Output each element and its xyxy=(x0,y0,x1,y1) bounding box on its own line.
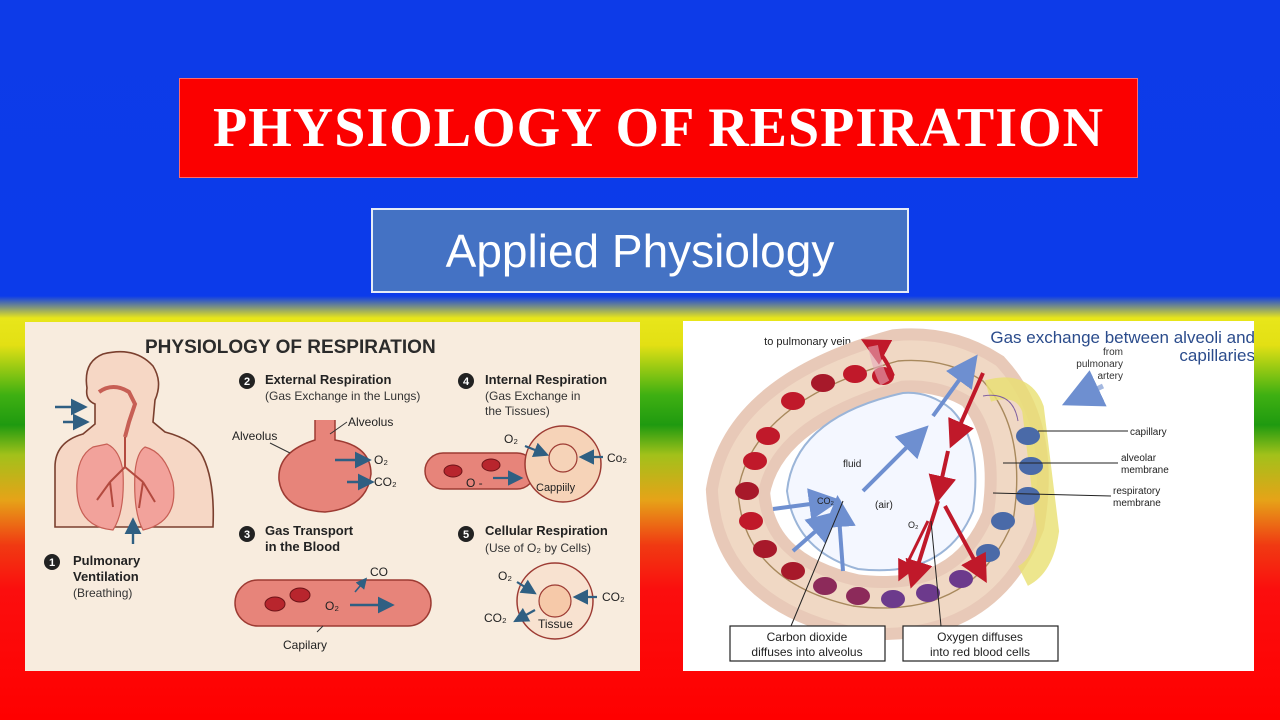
co2-label-right: CO₂ xyxy=(817,496,835,506)
left-diagram-title: PHYSIOLOGY OF RESPIRATION xyxy=(145,337,436,358)
alveolar-membrane-label: alveolar xyxy=(1121,453,1157,464)
gas-exchange-svg: Gas exchange between alveoli and capilla… xyxy=(705,328,1254,662)
oxygen-text-2: into red blood cells xyxy=(930,645,1030,659)
carbon-dioxide-text: Carbon dioxide xyxy=(767,630,848,644)
alveolus-left-label: Alveolus xyxy=(232,429,277,443)
red-blood-cells xyxy=(735,365,1043,608)
artery-label: artery xyxy=(1097,371,1123,382)
step-5-desc: (Use of O₂ by Cells) xyxy=(485,541,591,555)
step-2-desc: (Gas Exchange in the Lungs) xyxy=(265,389,420,403)
step-4-desc-2: the Tissues) xyxy=(485,404,550,418)
to-pulmonary-vein-label: to pulmonary vein xyxy=(764,336,851,348)
gas-exchange-diagram: Gas exchange between alveoli and capilla… xyxy=(683,321,1254,671)
step-1-title-2: Ventilation xyxy=(73,569,139,584)
co2-label-internal: Co₂ xyxy=(607,451,627,465)
step-3-title-2: in the Blood xyxy=(265,539,340,554)
o2-label-cellular: O₂ xyxy=(498,569,512,583)
air-label: (air) xyxy=(875,500,893,511)
step-1-desc: (Breathing) xyxy=(73,586,132,600)
pulmonary-label: pulmonary xyxy=(1076,359,1123,370)
cappiily-label: Cappiily xyxy=(536,482,576,494)
capilary-label: Capilary xyxy=(283,638,327,652)
o2-label-internal: O₂ xyxy=(504,432,518,446)
step-4-badge xyxy=(458,373,474,389)
gas-exchange-heading-2: capillaries xyxy=(1179,346,1254,365)
o-minus-label: O - xyxy=(466,476,483,490)
step-1-number: 1 xyxy=(49,557,55,569)
step-2-title: External Respiration xyxy=(265,372,391,387)
co-label: CO xyxy=(370,565,388,579)
co2-label-external: CO₂ xyxy=(374,475,397,489)
respiratory-membrane-label: respiratory xyxy=(1113,486,1160,497)
page-title: PHYSIOLOGY OF RESPIRATION xyxy=(212,97,1105,159)
step-4-title: Internal Respiration xyxy=(485,372,607,387)
carbon-dioxide-text-2: diffuses into alveolus xyxy=(751,645,862,659)
tissue-cell-illustration xyxy=(424,425,603,503)
respiration-steps-diagram: PHYSIOLOGY OF RESPIRATION 1 P xyxy=(25,322,640,671)
step-4-number: 4 xyxy=(463,376,470,388)
respiration-steps-svg: PHYSIOLOGY OF RESPIRATION 1 P xyxy=(44,337,627,652)
step-5-title: Cellular Respiration xyxy=(485,523,608,538)
step-1-badge xyxy=(44,554,60,570)
alveolus-illustration xyxy=(278,420,375,513)
title-banner: PHYSIOLOGY OF RESPIRATION xyxy=(179,78,1138,178)
step-5-badge xyxy=(458,526,474,542)
alveolus-top-label: Alveolus xyxy=(348,415,393,429)
gas-exchange-heading: Gas exchange between alveoli and xyxy=(990,328,1254,347)
co2-label-cellular-right: CO₂ xyxy=(602,590,625,604)
blood-vessel-illustration xyxy=(234,577,432,633)
human-torso-figure xyxy=(54,350,215,544)
respiratory-membrane-label-2: membrane xyxy=(1113,498,1161,509)
from-label: from xyxy=(1103,347,1123,358)
o2-label-external: O₂ xyxy=(374,453,388,467)
cellular-respiration-cell xyxy=(513,562,597,640)
page-subtitle: Applied Physiology xyxy=(445,224,835,277)
subtitle-banner: Applied Physiology xyxy=(371,208,909,293)
alveolar-membrane-label-2: membrane xyxy=(1121,465,1169,476)
gas-flow-arrows xyxy=(772,339,1107,589)
tissue-label: Tissue xyxy=(538,617,573,631)
oxygen-text: Oxygen diffuses xyxy=(937,630,1023,644)
step-1-title: Pulmonary xyxy=(73,553,141,568)
step-4-desc: (Gas Exchange in xyxy=(485,389,580,403)
carbon-dioxide-callout xyxy=(729,625,886,662)
step-3-number: 3 xyxy=(244,529,250,541)
step-2-number: 2 xyxy=(244,376,250,388)
fluid-label: fluid xyxy=(843,459,861,470)
oxygen-callout xyxy=(902,625,1059,662)
step-3-title: Gas Transport xyxy=(265,523,354,538)
o2-label-right: O₂ xyxy=(908,520,919,530)
step-3-badge xyxy=(239,526,255,542)
step-5-number: 5 xyxy=(463,529,469,541)
co2-label-cellular-left: CO₂ xyxy=(484,611,507,625)
capillary-label: capillary xyxy=(1130,427,1167,438)
step-2-badge xyxy=(239,373,255,389)
o2-label-transport: O₂ xyxy=(325,599,339,613)
